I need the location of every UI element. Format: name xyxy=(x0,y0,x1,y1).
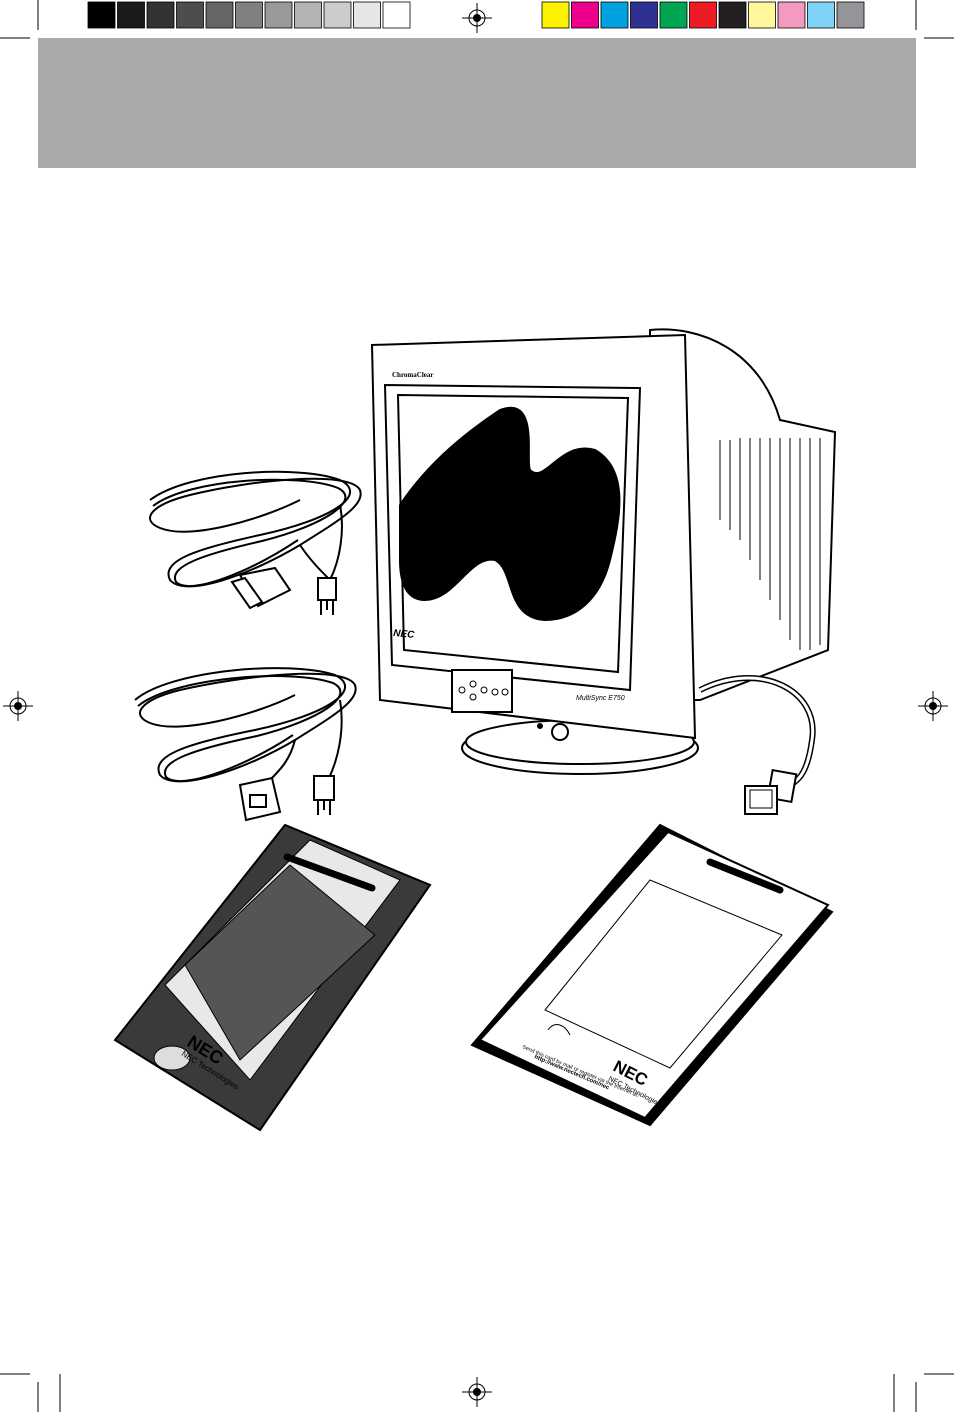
registration-mark-right xyxy=(918,691,948,721)
gray-swatch xyxy=(147,2,174,28)
registration-card-icon xyxy=(472,825,832,1125)
monitor-brand-logo: NEC xyxy=(393,628,416,641)
gray-swatch xyxy=(88,2,115,28)
monitor-bezel-label: ChromaClear xyxy=(392,371,433,379)
gray-swatch xyxy=(324,2,351,28)
registration-mark-top xyxy=(462,3,492,33)
color-swatch xyxy=(690,2,717,28)
power-cord-straight-icon xyxy=(135,668,356,820)
power-cord-angled-icon xyxy=(150,472,361,615)
gray-swatch-bar xyxy=(88,2,410,28)
registration-mark-left xyxy=(3,691,33,721)
color-swatch xyxy=(631,2,658,28)
gray-swatch xyxy=(206,2,233,28)
user-manual-booklet-icon xyxy=(115,825,430,1130)
gray-swatch xyxy=(354,2,381,28)
color-swatch xyxy=(660,2,687,28)
color-swatch-bar xyxy=(542,2,864,28)
gray-swatch xyxy=(177,2,204,28)
gray-swatch xyxy=(265,2,292,28)
color-swatch xyxy=(542,2,569,28)
color-swatch xyxy=(572,2,599,28)
monitor-model-label: MultiSync E750 xyxy=(576,695,625,702)
gray-swatch xyxy=(118,2,145,28)
color-swatch xyxy=(808,2,835,28)
gray-swatch xyxy=(383,2,410,28)
color-swatch xyxy=(837,2,864,28)
color-swatch xyxy=(719,2,746,28)
color-swatch xyxy=(778,2,805,28)
color-swatch xyxy=(601,2,628,28)
registration-mark-bottom xyxy=(462,1377,492,1407)
gray-swatch xyxy=(295,2,322,28)
gray-swatch xyxy=(236,2,263,28)
crt-monitor-icon xyxy=(372,329,835,814)
color-swatch xyxy=(749,2,776,28)
